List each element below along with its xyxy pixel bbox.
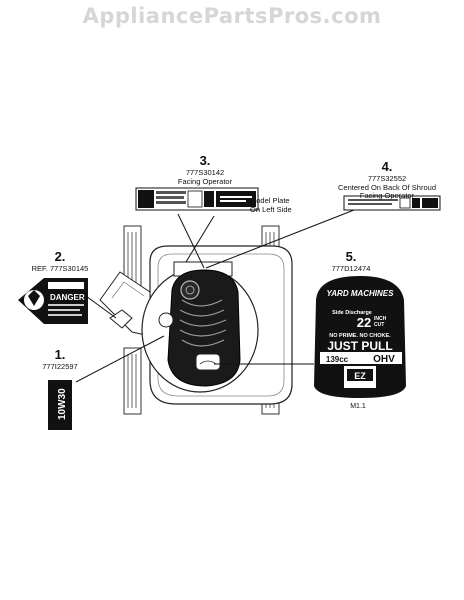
model-plate-line-2: On Left Side bbox=[250, 204, 292, 214]
callout-4-desc-1: Centered On Back Of Shroud bbox=[338, 182, 436, 192]
callout-3-part: 777S30142 bbox=[185, 167, 225, 177]
callout-2-part: REF. 777S30145 bbox=[31, 263, 89, 273]
danger-decal-text: DANGER bbox=[50, 293, 85, 302]
chute-decal bbox=[109, 309, 133, 329]
deck-inner-rim bbox=[157, 253, 285, 397]
callout-1-number: 1. bbox=[54, 347, 66, 362]
shroud-decal: YARD MACHINES Side Discharge 22 INCH CUT… bbox=[314, 276, 406, 410]
instruction-decal bbox=[343, 195, 441, 211]
shroud-deck-size: 22 bbox=[357, 315, 371, 330]
rear-left-wheel bbox=[123, 347, 142, 415]
callout-3: 3. 777S30142 Facing Operator bbox=[160, 153, 250, 186]
callout-5: 5. 777D12474 bbox=[316, 249, 386, 274]
shroud-discharge: Side Discharge bbox=[332, 310, 372, 316]
callout-4: 4. 777S32552 Centered On Back Of Shroud … bbox=[318, 159, 456, 201]
callout-5-number: 5. bbox=[345, 249, 357, 264]
watermark: AppliancePartsPros.com bbox=[82, 4, 382, 28]
callout-2: 2. REF. 777S30145 bbox=[10, 249, 110, 274]
callout-1: 1. 777I22597 bbox=[30, 347, 90, 372]
callout-1-part: 777I22597 bbox=[42, 361, 78, 371]
callout-4-part: 777S32552 bbox=[367, 173, 407, 183]
shroud-deck-unit-2: CUT bbox=[374, 322, 384, 328]
primer-knob bbox=[158, 312, 174, 328]
callout-3-number: 3. bbox=[199, 153, 211, 168]
oil-decal bbox=[48, 380, 72, 430]
shroud-headline: JUST PULL bbox=[327, 339, 392, 353]
shroud-brand: YARD MACHINES bbox=[327, 289, 395, 298]
model-plate-line-1: Model Plate bbox=[250, 196, 290, 205]
shroud-caption: M1.1 bbox=[350, 403, 366, 410]
model-plate-note: Model Plate On Left Side bbox=[250, 196, 310, 214]
shroud-displacement: 139cc bbox=[326, 355, 349, 364]
leader-lines bbox=[75, 209, 355, 383]
engine-shroud bbox=[167, 269, 241, 387]
shroud-badge: EZ bbox=[354, 371, 366, 381]
shroud-deck-unit-1: INCH bbox=[374, 316, 387, 322]
pull-start-handle bbox=[195, 353, 221, 371]
callout-4-desc-2: Facing Operator bbox=[359, 191, 415, 201]
shroud-engine: OHV bbox=[373, 354, 395, 365]
shroud-tagline: NO PRIME. NO CHOKE. bbox=[329, 333, 391, 339]
callout-5-part: 777D12474 bbox=[331, 263, 371, 273]
fuel-cap bbox=[180, 280, 200, 300]
oil-decal-text: 10W30 bbox=[57, 388, 68, 420]
callout-3-desc: Facing Operator bbox=[177, 176, 233, 186]
callout-2-number: 2. bbox=[54, 249, 66, 264]
engine-cooling-fins bbox=[179, 299, 227, 347]
danger-decal: DANGER bbox=[18, 278, 88, 324]
callout-4-number: 4. bbox=[381, 159, 393, 174]
warning-decal bbox=[135, 187, 259, 211]
